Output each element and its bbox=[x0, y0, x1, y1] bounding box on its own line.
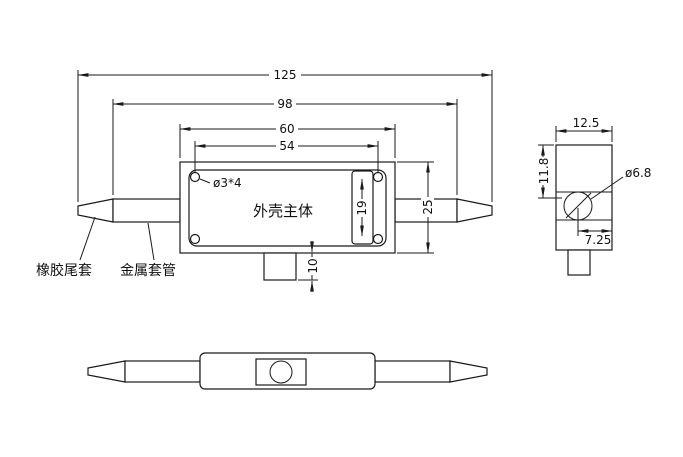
dim-sleeve-span: 98 bbox=[112, 97, 458, 195]
bottom-left-rubber-boot bbox=[87, 360, 126, 383]
mounting-hole-top-right bbox=[372, 171, 384, 183]
body-length-value: 60 bbox=[279, 122, 294, 136]
dim-top-to-hole: 11.8 bbox=[537, 144, 562, 199]
overall-length-value: 125 bbox=[274, 68, 297, 82]
right-rubber-boot bbox=[456, 198, 493, 223]
bottom-view-part bbox=[87, 352, 488, 390]
bottom-boss bbox=[263, 252, 297, 281]
bottom-right-rubber-boot bbox=[449, 360, 488, 383]
side-hole-callout-value: ø6.8 bbox=[625, 166, 651, 180]
side-width-value: 12.5 bbox=[573, 116, 600, 130]
mounting-hole-top-left bbox=[189, 171, 201, 183]
mounting-hole-bottom-right bbox=[372, 233, 384, 245]
rubber-boot-leader: 橡胶尾套 bbox=[36, 216, 96, 279]
side-hole-callout: ø6.8 bbox=[590, 166, 651, 200]
dim-hole-spacing: 54 bbox=[194, 139, 379, 172]
metal-sleeve-leader: 金属套管 bbox=[120, 222, 176, 279]
left-metal-sleeve bbox=[112, 198, 181, 223]
mounting-hole-bottom-left bbox=[189, 233, 201, 245]
slot-length-value: 19 bbox=[355, 200, 369, 215]
housing-body-label: 外壳主体 bbox=[253, 202, 313, 220]
left-rubber-boot bbox=[77, 198, 114, 223]
dim-boss-height: 10 bbox=[298, 241, 320, 292]
dim-body-height: 25 bbox=[397, 161, 435, 254]
housing-cover bbox=[188, 169, 387, 247]
dim-overall-length: 125 bbox=[77, 68, 493, 202]
dim-body-length: 60 bbox=[179, 122, 396, 158]
hole-spacing-value: 54 bbox=[279, 139, 294, 153]
bottom-center-hole bbox=[269, 360, 293, 384]
side-view-part bbox=[555, 144, 613, 276]
rubber-boot-label: 橡胶尾套 bbox=[36, 262, 92, 279]
bottom-view bbox=[87, 352, 488, 390]
boss-height-value: 10 bbox=[306, 258, 320, 273]
hole-callout: ø3*4 bbox=[199, 176, 242, 190]
bottom-right-metal-sleeve bbox=[374, 360, 451, 383]
hole-callout-value: ø3*4 bbox=[213, 176, 242, 190]
side-bottom-boss bbox=[567, 249, 591, 276]
main-view: 125 98 60 54 bbox=[36, 68, 493, 292]
hole-offset-value: 7.25 bbox=[585, 233, 612, 247]
body-height-value: 25 bbox=[421, 199, 435, 214]
sleeve-span-value: 98 bbox=[277, 97, 292, 111]
bottom-center-boss bbox=[255, 358, 307, 386]
top-to-hole-value: 11.8 bbox=[537, 158, 551, 185]
bottom-left-metal-sleeve bbox=[124, 360, 201, 383]
dim-slot-length: 19 bbox=[355, 178, 369, 237]
dim-hole-offset: 7.25 bbox=[577, 208, 613, 247]
metal-sleeve-label: 金属套管 bbox=[120, 263, 176, 279]
dim-side-width: 12.5 bbox=[555, 116, 613, 142]
side-view: 12.5 11.8 7.25 ø6.8 bbox=[537, 116, 651, 276]
